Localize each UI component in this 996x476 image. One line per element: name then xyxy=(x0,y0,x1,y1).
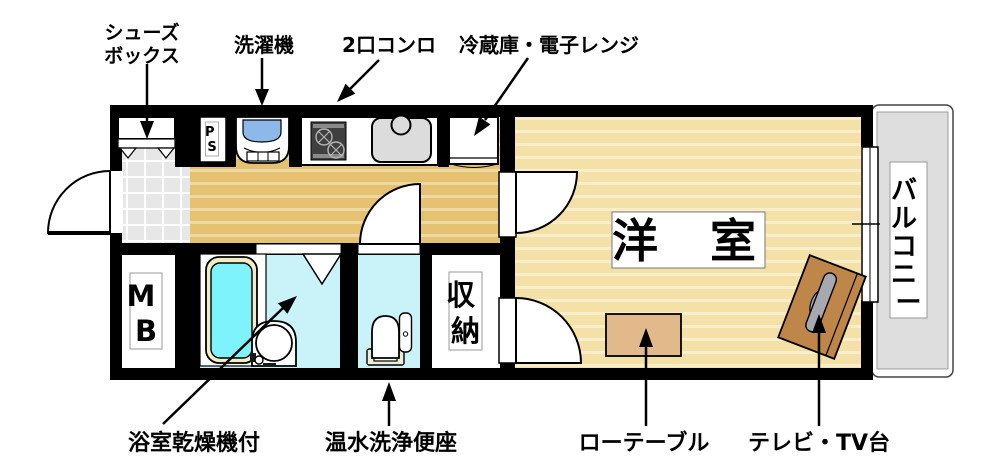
shoe-box-label-line2: ボックス xyxy=(104,45,179,67)
storage-label: 収 納 xyxy=(446,278,485,348)
bath-faucet xyxy=(250,353,256,362)
toilet-control-panel xyxy=(398,312,413,353)
bath-faucet-spout xyxy=(263,363,276,367)
western-room-label-group: 洋 室 xyxy=(611,211,766,269)
wall-washer-counter xyxy=(289,105,302,167)
bath-dryer-arrow xyxy=(162,307,284,425)
annotation-arrows xyxy=(140,57,826,426)
toilet-door-swing-arc xyxy=(358,182,421,245)
kitchen-counter xyxy=(300,114,439,166)
washing-machine-controls xyxy=(246,151,280,162)
washing-machine-arrowhead xyxy=(255,89,269,106)
tv-stand-arrowhead xyxy=(812,314,826,333)
wall-bath-toilet xyxy=(340,243,358,380)
stove-burner-1-cross xyxy=(317,130,331,144)
pipe-space-box xyxy=(199,116,227,163)
toilet-door xyxy=(357,182,421,255)
storage-door-swing-arc xyxy=(515,296,583,364)
entrance-door-swing-arc xyxy=(46,169,111,234)
room-door-leaf xyxy=(498,171,517,238)
washing-machine xyxy=(235,116,290,164)
tv-stand-edge-line xyxy=(825,273,858,356)
toilet xyxy=(366,312,413,366)
toilet-door-opening xyxy=(357,243,421,255)
washlet-arrowhead xyxy=(382,382,396,401)
low-table-arrowhead xyxy=(639,328,653,347)
stove-arrowhead xyxy=(337,83,356,102)
balcony-label: バ ル コ ニ ー xyxy=(891,176,926,318)
stove-burner-1 xyxy=(315,128,333,146)
refrigerator-arc xyxy=(450,163,498,168)
room-door-swing-arc xyxy=(515,171,579,235)
shoe-box-arrowhead xyxy=(140,121,154,139)
pipe-space-label: P S xyxy=(205,125,219,155)
stove-burner-2-cross xyxy=(329,143,343,157)
stove-burner-2 xyxy=(327,141,345,159)
western-room-label-box xyxy=(611,211,766,269)
storage-door-leaf xyxy=(498,297,517,364)
balcony-label-box xyxy=(889,161,928,319)
balcony-window xyxy=(852,146,880,303)
stove-arrow xyxy=(349,59,380,90)
washlet-label: 温水洗浄便座 xyxy=(325,430,457,456)
fridge-microwave-label: 冷蔵庫・電子レンジ xyxy=(459,33,639,57)
step-mark-right xyxy=(156,147,176,159)
toilet-bowl xyxy=(371,315,400,359)
wall-right-upper xyxy=(861,105,873,147)
storage-door xyxy=(498,296,583,364)
tv xyxy=(805,272,838,333)
wall-toilet-storage xyxy=(420,243,432,380)
wall-mb-bath xyxy=(175,243,200,380)
washing-machine-control-dividers xyxy=(257,152,269,161)
entrance-door xyxy=(46,169,123,235)
washing-machine-tub xyxy=(242,119,282,143)
shoe-box-label-line1: シューズ xyxy=(104,21,179,44)
annotation-labels: シューズ ボックス 洗濯機 2口コンロ 冷蔵庫・電子レンジ 浴室乾燥機付 温水洗… xyxy=(104,21,890,456)
storage-label-box xyxy=(448,271,483,351)
kitchen-faucet xyxy=(390,114,412,136)
bathroom xyxy=(199,253,297,367)
bathroom-folding-door-mark xyxy=(301,253,343,286)
bath-dryer-label: 浴室乾燥機付 xyxy=(128,430,260,456)
bathroom-door xyxy=(255,243,343,286)
shoe-box-step xyxy=(117,138,176,149)
bath-faucet-knob xyxy=(254,355,264,365)
storage-label-group: 収 納 xyxy=(446,271,485,351)
entrance-door-gap xyxy=(109,171,123,233)
pipe-space: P S xyxy=(199,116,227,163)
stove-grill-bottom xyxy=(313,154,344,158)
stove-grill-top xyxy=(313,124,344,128)
refrigerator-box xyxy=(448,116,499,165)
low-table-label: ローテーブル xyxy=(579,430,710,456)
wall-bottom xyxy=(110,368,873,380)
meter-box-label-box xyxy=(129,272,163,350)
western-room-label: 洋 室 xyxy=(612,214,756,268)
meter-box-label: M B xyxy=(127,279,166,348)
storage-floor xyxy=(432,254,500,368)
refrigerator-space xyxy=(448,116,499,168)
bath-dryer-arrowhead xyxy=(278,296,297,314)
fridge-arrow xyxy=(483,57,530,121)
meter-box-label-group: M B xyxy=(127,272,166,350)
tv-stand xyxy=(777,254,867,360)
washbasin xyxy=(255,324,293,362)
washing-machine-label: 洗濯機 xyxy=(234,33,294,57)
balcony: バ ル コ ニ ー xyxy=(871,104,954,378)
room-door xyxy=(498,171,579,238)
balcony-floor xyxy=(876,111,949,370)
fridge-arrowhead xyxy=(474,116,491,136)
tv-stand-label: テレビ・TV台 xyxy=(748,430,890,456)
pipe-space-label-box xyxy=(205,121,219,157)
stove-label: 2口コンロ xyxy=(342,33,436,57)
wall-counter-fridge xyxy=(438,105,449,167)
bathroom-door-opening xyxy=(255,243,342,255)
step-mark-left xyxy=(118,147,138,159)
wall-right-lower xyxy=(861,300,873,380)
toilet-control-dot xyxy=(402,331,409,337)
